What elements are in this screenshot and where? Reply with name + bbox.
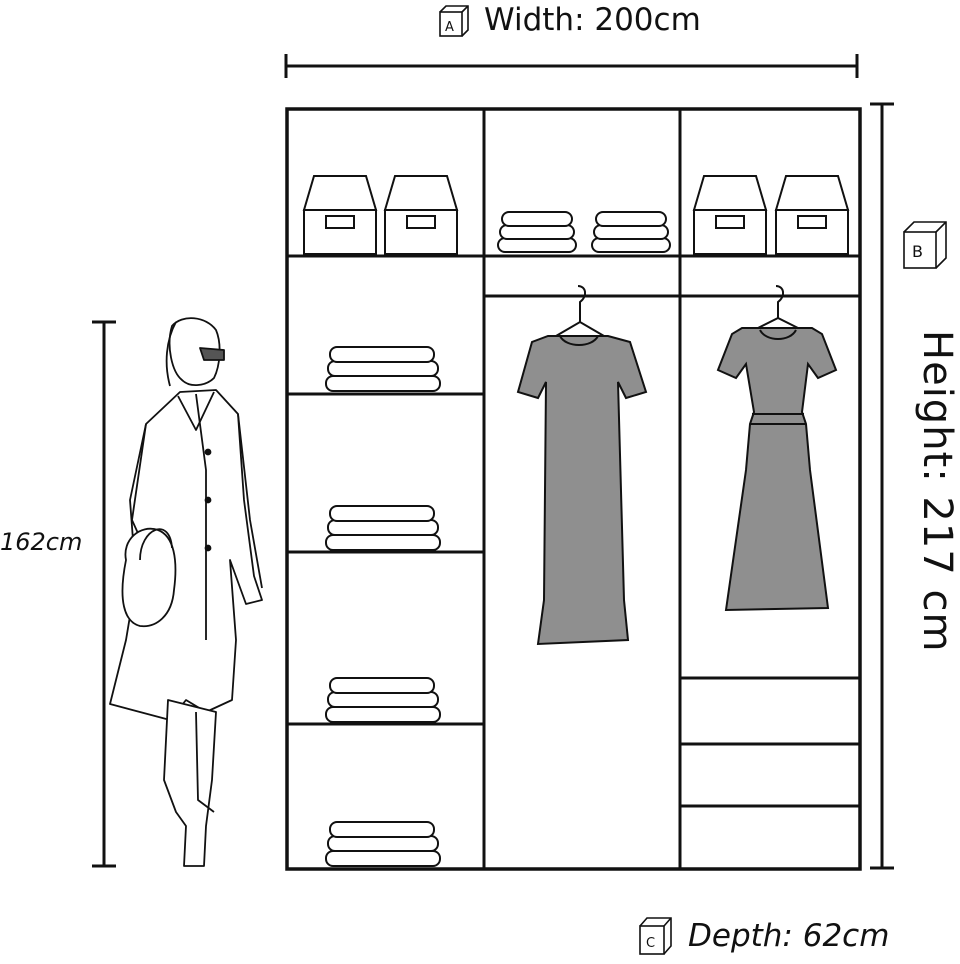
height-label: Height: 217 cm [914, 330, 960, 653]
width-label: Width: 200cm [484, 2, 701, 38]
folded-stack-top-1 [497, 211, 577, 253]
width-dimension-line [284, 54, 859, 78]
marker-c-letter: C [646, 936, 655, 951]
hanger-2 [753, 285, 803, 331]
person-sketch [109, 317, 263, 867]
hanger-1 [555, 285, 605, 337]
person-height-line [92, 320, 116, 868]
folded-stack-shelf-2 [325, 505, 441, 551]
storage-box-3 [692, 175, 768, 255]
marker-box-c [639, 917, 672, 955]
storage-box-2 [383, 175, 459, 255]
person-height-label: 162cm [0, 528, 83, 556]
wardrobe-frame [285, 107, 862, 871]
marker-b-letter: B [912, 242, 923, 261]
folded-stack-shelf-1 [325, 346, 441, 392]
folded-stack-top-2 [591, 211, 671, 253]
depth-label: Depth: 62cm [688, 918, 890, 954]
marker-box-a [439, 5, 469, 37]
folded-stack-shelf-3 [325, 677, 441, 723]
marker-a-letter: A [445, 20, 454, 35]
dress-1 [516, 335, 648, 646]
dress-2 [716, 327, 838, 612]
storage-box-4 [774, 175, 850, 255]
storage-box-1 [302, 175, 378, 255]
marker-box-b [903, 221, 947, 269]
folded-stack-shelf-4 [325, 821, 441, 867]
height-dimension-line [870, 102, 894, 870]
